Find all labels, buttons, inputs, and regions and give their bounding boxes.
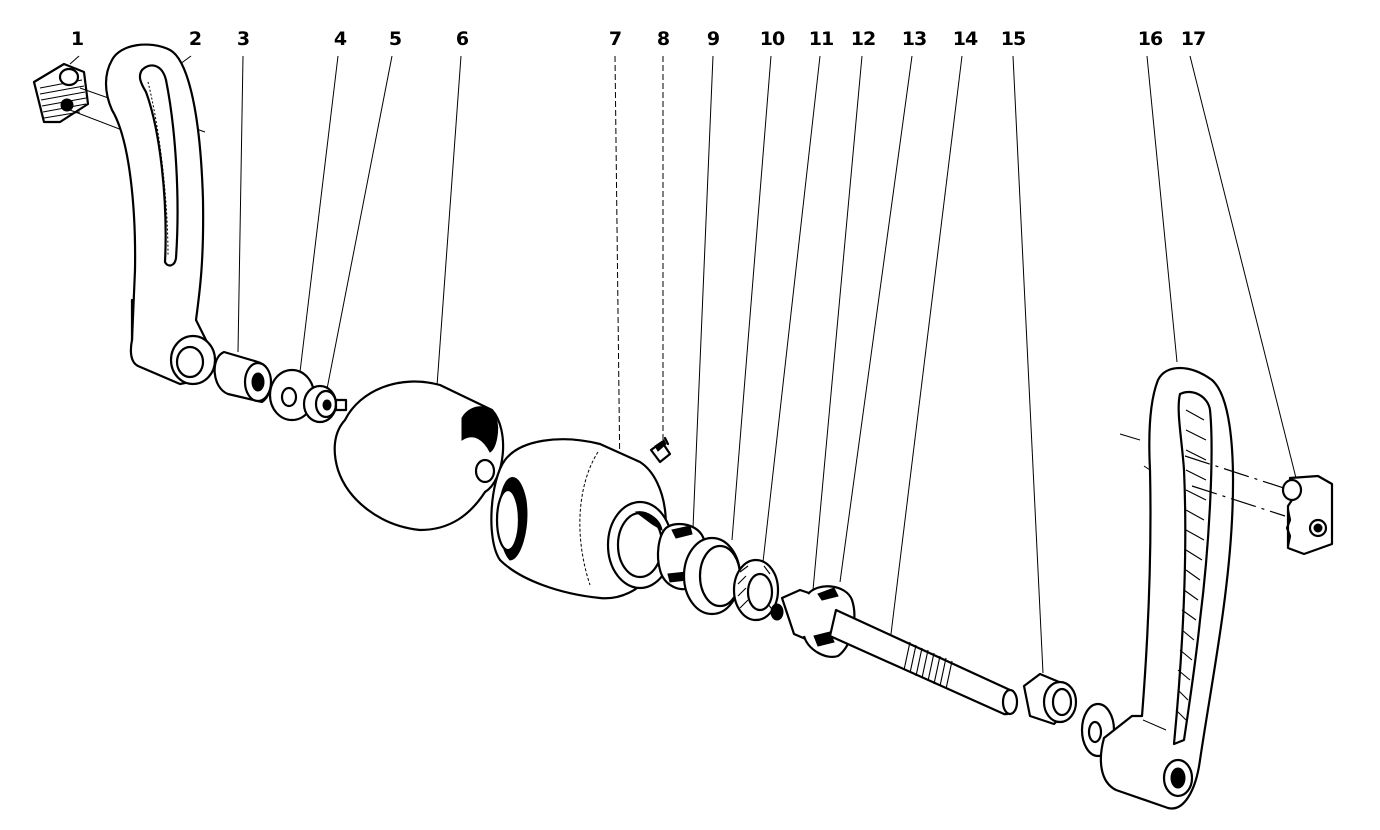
- part-7-hub: [490, 438, 674, 600]
- part-12-13-collar: [780, 585, 856, 658]
- part-15-lock-nuts: [1022, 672, 1116, 758]
- callout-11: 11: [808, 28, 834, 50]
- callout-6: 6: [455, 28, 469, 50]
- part-10-bearing-cup: [682, 536, 742, 616]
- callout-4: 4: [333, 28, 347, 50]
- callout-13: 13: [901, 28, 927, 50]
- callout-10: 10: [759, 28, 785, 50]
- part-17-clamp-block: [1184, 455, 1334, 556]
- callout-8: 8: [656, 28, 670, 50]
- part-14-shaft: [828, 608, 1019, 716]
- part-16-right-arm: [1099, 367, 1235, 810]
- part-2-left-arm: [104, 43, 217, 386]
- leader-lines: [69, 55, 1297, 674]
- part-6-barrel-housing: [333, 380, 505, 532]
- part-11-roller-bearing: [732, 558, 784, 622]
- callout-7: 7: [608, 28, 622, 50]
- callout-14: 14: [952, 28, 978, 50]
- callout-15: 15: [1000, 28, 1026, 50]
- callout-17: 17: [1180, 28, 1206, 50]
- part-4-washer: [268, 368, 316, 422]
- part-8-grease-nipple: [649, 436, 672, 464]
- part-3-bushing: [213, 350, 273, 404]
- callout-3: 3: [236, 28, 250, 50]
- callout-16: 16: [1137, 28, 1163, 50]
- callout-9: 9: [706, 28, 720, 50]
- callout-2: 2: [188, 28, 202, 50]
- callout-12: 12: [850, 28, 876, 50]
- callout-5: 5: [388, 28, 402, 50]
- part-5-nut: [302, 384, 348, 424]
- callout-1: 1: [70, 28, 84, 50]
